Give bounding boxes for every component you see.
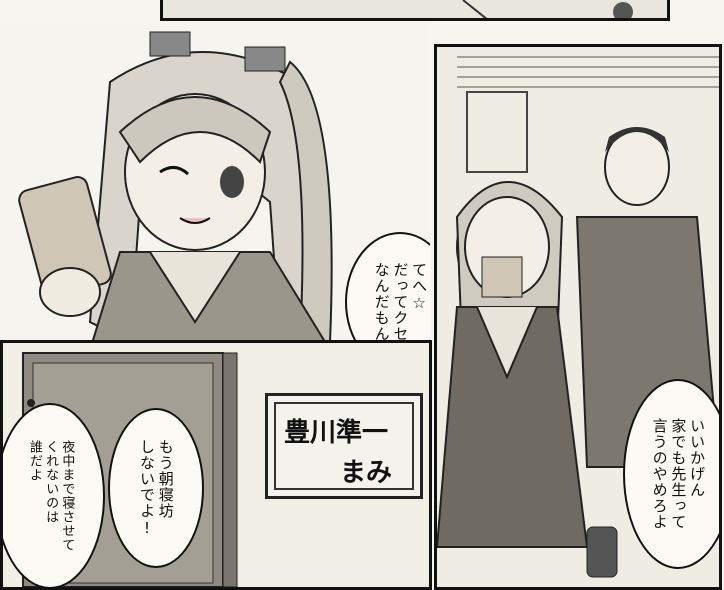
nameplate-border bbox=[274, 402, 414, 490]
mami-toast-art bbox=[18, 31, 333, 350]
nameplate-line-2: まみ bbox=[340, 458, 393, 488]
panel-door: 豊川準一 まみ もう朝寝坊 しないでよ! 夜中まで寝させて くれないのは 誰だよ bbox=[0, 340, 432, 590]
door-nameplate: 豊川準一 まみ bbox=[265, 393, 423, 499]
nameplate-line-1: 豊川準一 bbox=[284, 418, 389, 448]
top-strip-art bbox=[163, 0, 667, 18]
bubble-text-scold: いいかげん 家でも先生って 言うのやめろよ bbox=[650, 418, 707, 530]
top-strip-panel bbox=[160, 0, 670, 21]
hallway-art bbox=[437, 47, 719, 587]
bubble-text-blame: 夜中まで寝させて くれないのは 誰だよ bbox=[26, 440, 75, 552]
bubble-text-excuse: てへ☆ だってクセ なんだもん bbox=[372, 262, 429, 342]
speech-bubble-excuse: てへ☆ だってクセ なんだもん bbox=[345, 232, 430, 350]
speech-bubble-complain: もう朝寝坊 しないでよ! bbox=[108, 408, 204, 568]
panel-mami-toast: てへ☆ だってクセ なんだもん bbox=[0, 22, 430, 350]
speech-bubble-blame: 夜中まで寝させて くれないのは 誰だよ bbox=[3, 403, 105, 587]
bubble-text-complain: もう朝寝坊 しないでよ! bbox=[138, 438, 175, 538]
speech-bubble-scold: いいかげん 家でも先生って 言うのやめろよ bbox=[623, 379, 719, 569]
panel-hallway: いいかげん 家でも先生って 言うのやめろよ bbox=[434, 44, 722, 590]
